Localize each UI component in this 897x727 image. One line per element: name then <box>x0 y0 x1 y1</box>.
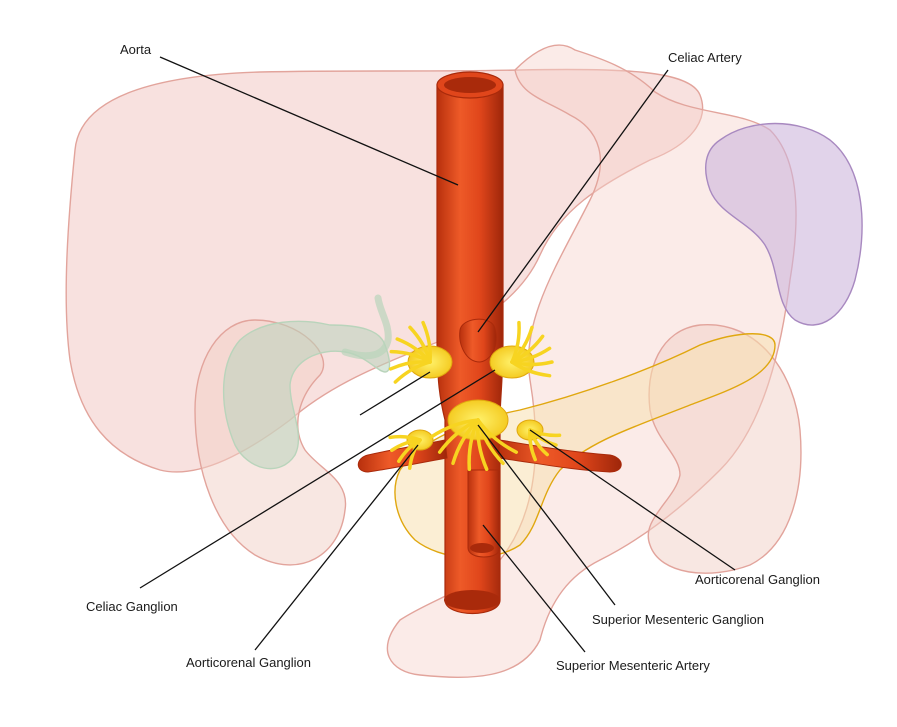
leader-sm-artery <box>482 524 586 653</box>
nerve-fiber <box>510 360 552 378</box>
nerve-fiber <box>429 418 480 439</box>
leader-lines <box>139 56 736 653</box>
leader-celiac-ganglion <box>139 369 496 589</box>
spleen <box>704 122 863 326</box>
sma-opening <box>470 543 494 553</box>
cystic-duct <box>341 294 392 360</box>
nerve-fiber <box>388 434 422 442</box>
label-celiac-ganglion: Celiac Ganglion <box>86 599 178 614</box>
aorta-bottom-opening <box>444 590 500 610</box>
leader-celiac-artery <box>477 69 669 333</box>
gallbladder <box>222 320 391 470</box>
leader-aorticorenal-left <box>254 444 419 651</box>
label-aorticorenal-ganglion-right: Aorticorenal Ganglion <box>695 572 820 587</box>
leader-aorticorenal-right <box>529 429 736 571</box>
leader-sm-ganglion <box>477 424 616 606</box>
nerve-fiber <box>528 428 537 462</box>
label-aorta: Aorta <box>120 42 152 57</box>
leader-aorta <box>159 56 459 186</box>
label-superior-mesenteric-artery: Superior Mesenteric Artery <box>556 658 710 673</box>
aorta-top-lumen <box>444 77 496 93</box>
leader-celiac-ganglion-2 <box>359 371 431 416</box>
celiac-trunk <box>459 318 497 363</box>
nerve-fibers <box>388 320 562 471</box>
label-aorticorenal-ganglion-left: Aorticorenal Ganglion <box>186 655 311 670</box>
right-renal-artery <box>497 439 622 473</box>
nerve-fiber <box>421 320 432 364</box>
stomach <box>386 44 797 678</box>
label-celiac-artery: Celiac Artery <box>668 50 742 65</box>
label-superior-mesenteric-ganglion: Superior Mesenteric Ganglion <box>592 612 764 627</box>
